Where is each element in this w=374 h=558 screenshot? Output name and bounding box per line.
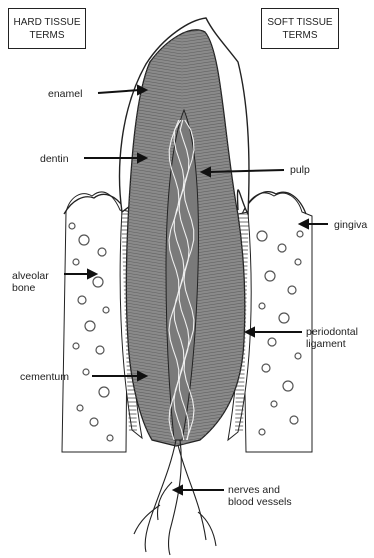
label-alveolar-bone-line-1: alveolar bbox=[12, 270, 49, 282]
alveolar-bone-left bbox=[62, 192, 128, 452]
label-alveolar-bone-line-2: bone bbox=[12, 282, 49, 294]
label-nerves-and-blood-vessels: nerves and blood vessels bbox=[228, 484, 292, 508]
soft-tissue-line-2: TERMS bbox=[262, 29, 338, 42]
label-cementum: cementum bbox=[20, 371, 69, 383]
label-nerves-line-1: nerves and bbox=[228, 484, 292, 496]
label-alveolar-bone: alveolar bone bbox=[12, 270, 49, 294]
hard-tissue-terms-box: HARD TISSUE TERMS bbox=[8, 8, 86, 49]
hard-tissue-line-1: HARD TISSUE bbox=[9, 16, 85, 29]
label-dentin: dentin bbox=[40, 153, 69, 165]
label-periodontal-ligament: periodontal ligament bbox=[306, 326, 358, 350]
label-gingiva: gingiva bbox=[334, 219, 367, 231]
label-enamel: enamel bbox=[48, 88, 82, 100]
label-nerves-line-2: blood vessels bbox=[228, 496, 292, 508]
soft-tissue-terms-box: SOFT TISSUE TERMS bbox=[261, 8, 339, 49]
label-periodontal-line-2: ligament bbox=[306, 338, 358, 350]
root-nerves bbox=[134, 440, 216, 555]
soft-tissue-line-1: SOFT TISSUE bbox=[262, 16, 338, 29]
hard-tissue-line-2: TERMS bbox=[9, 29, 85, 42]
label-periodontal-line-1: periodontal bbox=[306, 326, 358, 338]
label-pulp: pulp bbox=[290, 164, 310, 176]
